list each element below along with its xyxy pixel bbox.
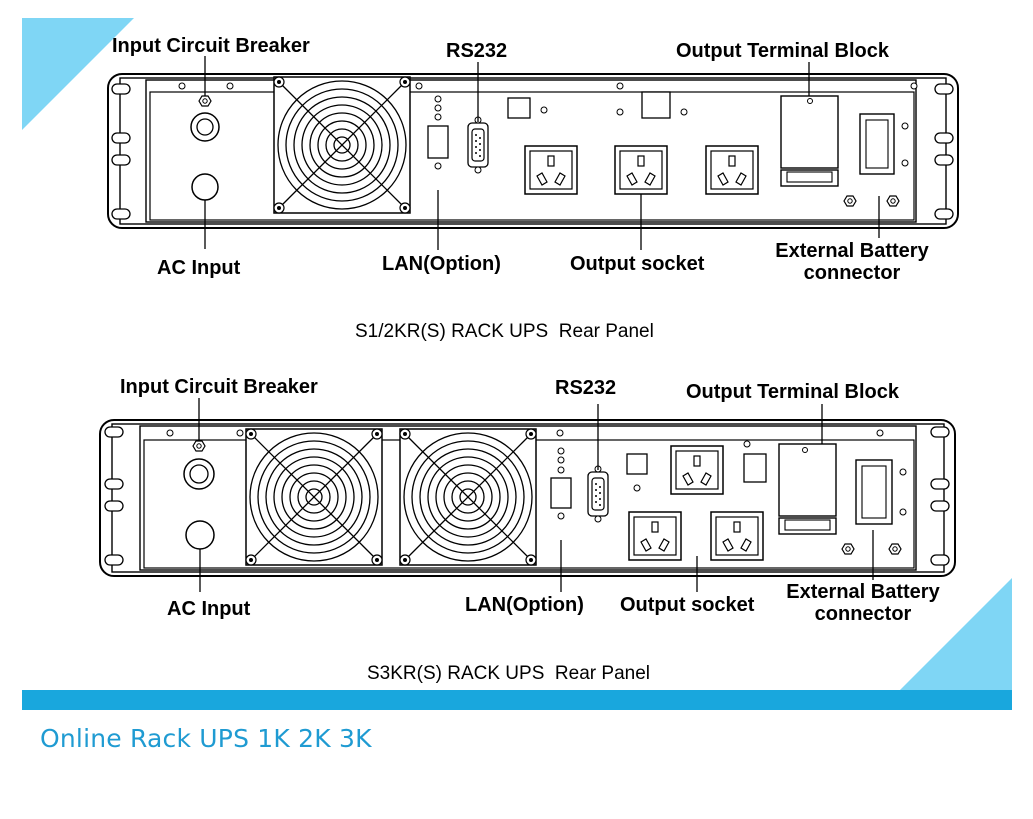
- ext-battery-label-1-line1: External Battery: [775, 240, 929, 262]
- footer-title: Online Rack UPS 1K 2K 3K: [40, 724, 372, 753]
- rs232-label-1: RS232: [446, 40, 508, 62]
- lan-label-1: LAN(Option): [382, 253, 501, 275]
- ext-battery-label-1-line2: connector: [803, 262, 901, 284]
- output-terminal-label-2: Output Terminal Block: [686, 381, 899, 403]
- ext-battery-label-2-line1: External Battery: [786, 581, 940, 603]
- ext-battery-label-2: External Battery connector: [770, 581, 956, 625]
- output-socket-label-1: Output socket: [570, 253, 705, 275]
- output-terminal-label-1: Output Terminal Block: [676, 40, 889, 62]
- input-breaker-label-2: Input Circuit Breaker: [120, 376, 318, 398]
- input-breaker-label-1: Input Circuit Breaker: [112, 35, 310, 57]
- ac-input-label-1: AC Input: [157, 257, 241, 279]
- output-socket-label-2: Output socket: [620, 594, 755, 616]
- ac-input-label-2: AC Input: [167, 598, 251, 620]
- ext-battery-label-2-line2: connector: [814, 603, 912, 625]
- panel-1-caption: S1/2KR(S) RACK UPS Rear Panel: [355, 321, 654, 342]
- lan-label-2: LAN(Option): [465, 594, 584, 616]
- panel-2-caption: S3KR(S) RACK UPS Rear Panel: [367, 663, 650, 684]
- rs232-label-2: RS232: [555, 377, 617, 399]
- ext-battery-label-1: External Battery connector: [760, 240, 944, 284]
- footer-accent-bar: [22, 690, 1012, 710]
